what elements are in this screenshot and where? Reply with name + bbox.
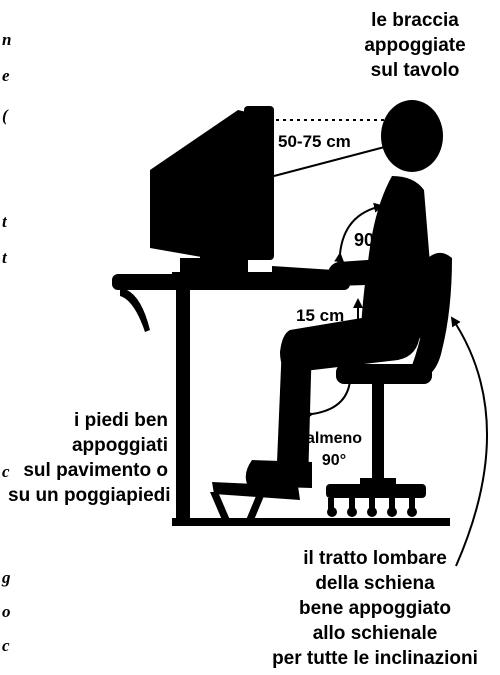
lumbar-label-line: allo schienale: [256, 621, 494, 646]
edge-fragment: o: [2, 602, 11, 622]
head: [381, 100, 443, 172]
lumbar-support-arrow: [452, 318, 487, 566]
feet-label-line: su un poggiapiedi: [8, 483, 168, 508]
edge-fragment: g: [2, 568, 11, 588]
lumbar-label-line: il tratto lombare: [256, 546, 494, 571]
arms-label-line: le braccia: [340, 8, 490, 33]
arms-label: le braccia appoggiate sul tavolo: [340, 8, 490, 83]
knee-angle-label: almeno 90°: [306, 428, 362, 472]
edge-fragment: t: [2, 248, 7, 268]
knee-angle-label-line-1: almeno: [306, 428, 362, 450]
elbow-angle-label: 90°: [354, 230, 381, 251]
feet-label: i piedi ben appoggiati sul pavimento o s…: [8, 408, 168, 508]
feet-label-line: sul pavimento o: [8, 458, 168, 483]
lumbar-label: il tratto lombare della schiena bene app…: [256, 546, 494, 671]
feet-label-line: appoggiati: [8, 433, 168, 458]
lumbar-label-line: per tutte le inclinazioni: [256, 646, 494, 671]
floor-line: [172, 518, 450, 526]
arms-label-line: sul tavolo: [340, 58, 490, 83]
arms-label-line: appoggiate: [340, 33, 490, 58]
footrest: [210, 482, 300, 520]
edge-fragment: n: [2, 30, 11, 50]
feet-label-line: i piedi ben: [8, 408, 168, 433]
keyboard: [272, 266, 336, 284]
thigh-clearance-label: 15 cm: [296, 306, 344, 326]
eye-distance-label: 50-75 cm: [278, 132, 351, 152]
lumbar-label-line: della schiena: [256, 571, 494, 596]
edge-fragment: c: [2, 462, 10, 482]
knee-angle-label-line-2: 90°: [306, 450, 362, 472]
lumbar-label-line: bene appoggiato: [256, 596, 494, 621]
monitor: [150, 106, 274, 278]
edge-fragment: t: [2, 212, 7, 232]
edge-fragment: (: [2, 106, 8, 126]
edge-fragment: e: [2, 66, 10, 86]
edge-fragment: c: [2, 636, 10, 656]
